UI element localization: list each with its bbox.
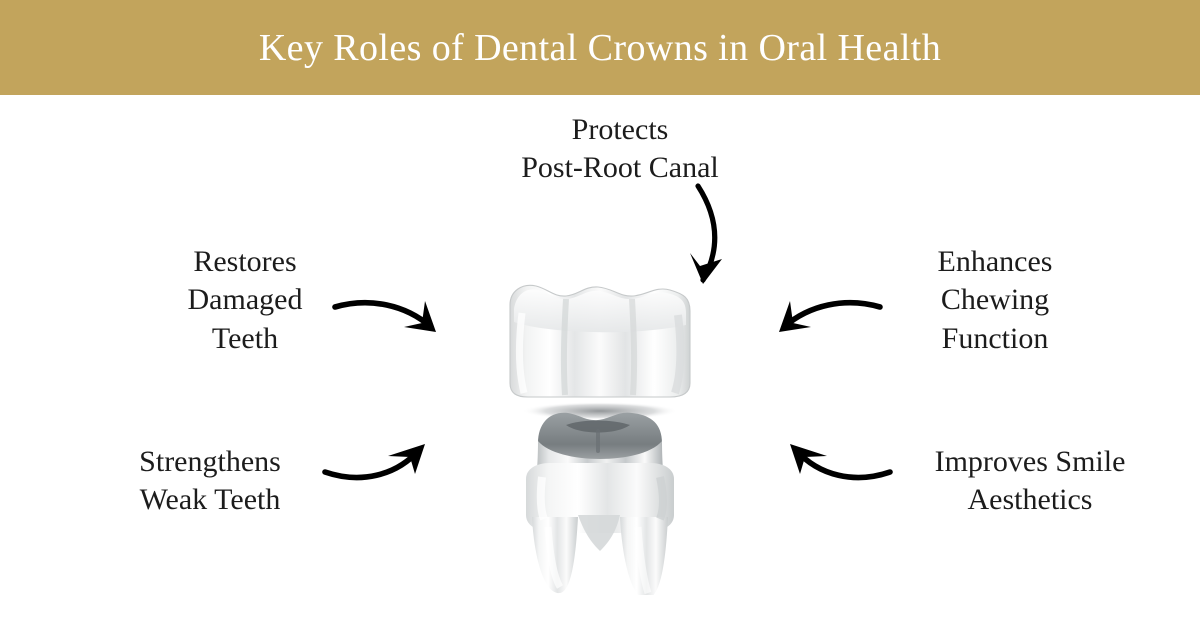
label-enhances-chewing-function: Enhances Chewing Function bbox=[937, 245, 1053, 355]
label-restores-damaged-teeth: Restores Damaged Teeth bbox=[187, 245, 303, 355]
dental-crown-illustration bbox=[509, 284, 691, 595]
page-title: Key Roles of Dental Crowns in Oral Healt… bbox=[258, 26, 942, 69]
label-strengthens-weak-teeth: Strengthens Weak Teeth bbox=[139, 445, 281, 517]
label-improves-smile-aesthetics: Improves Smile Aesthetics bbox=[934, 445, 1126, 517]
curved-arrow-left-icon bbox=[779, 299, 883, 332]
curved-arrow-up-left-icon bbox=[790, 444, 893, 481]
dental-crown-cap bbox=[509, 284, 691, 398]
prepared-tooth bbox=[526, 412, 674, 595]
diagram-canvas: Protects Post-Root Canal Restores Damage… bbox=[0, 95, 1200, 628]
curved-arrow-down-left-icon bbox=[690, 183, 722, 284]
header-banner: Key Roles of Dental Crowns in Oral Healt… bbox=[0, 0, 1200, 95]
crown-drop-shadow bbox=[522, 402, 678, 420]
label-protects-post-root-canal: Protects Post-Root Canal bbox=[521, 113, 719, 185]
